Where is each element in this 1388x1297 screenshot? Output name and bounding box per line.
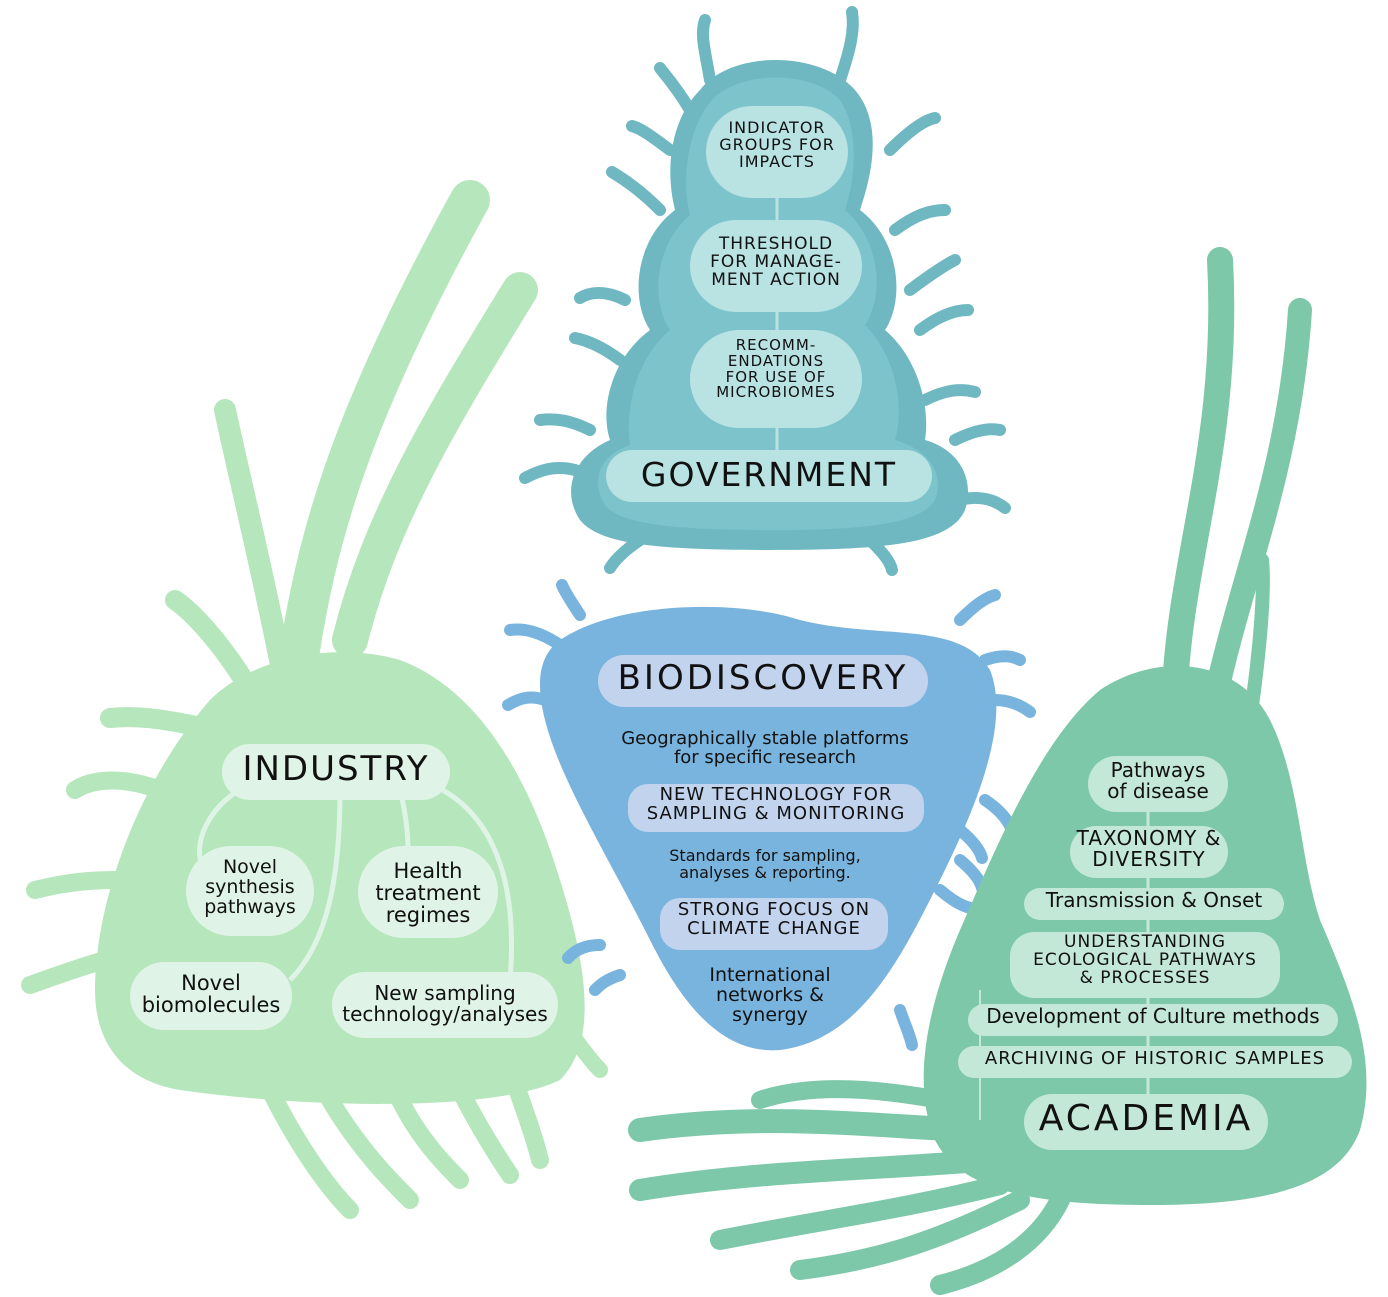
industry-item-3: Novel biomolecules [141,971,281,1018]
biodiscovery-item-2-bubble [628,784,924,832]
academia-item-6-bubble [958,1046,1352,1078]
academia-item-4-bubble [1010,932,1280,998]
biodiscovery-title: BIODISCOVERY [617,658,909,698]
biodiscovery-item-1: Geographically stable platforms for spec… [621,728,909,768]
academia-title: ACADEMIA [1038,1098,1254,1139]
industry-item-1: Novel synthesis pathways [204,856,296,918]
academia-item-2: TAXONOMY & DIVERSITY [1076,826,1222,871]
government-item-1-bubble [706,106,848,198]
biodiscovery-title-bubble [598,655,928,707]
industry-item-2: Health treatment regimes [375,859,481,928]
industry-item-1-bubble [186,846,314,936]
industry-item-2-bubble [358,846,498,938]
government-item-2: THRESHOLD FOR MANAGE- MENT ACTION [710,234,842,290]
industry-item-4: New sampling technology/analyses [342,981,548,1026]
biodiscovery-item-2: NEW TECHNOLOGY FOR SAMPLING & MONITORING [646,784,906,824]
government-item-3: RECOMM- ENDATIONS FOR USE OF MICROBIOMES [716,336,836,402]
academia-item-5: Development of Culture methods [986,1004,1320,1028]
academia-item-1: Pathways of disease [1107,758,1209,803]
government-item-2-bubble [690,220,862,312]
industry-title: INDUSTRY [242,749,430,789]
academia-title-bubble [1024,1094,1268,1150]
biodiscovery-item-4-bubble [660,898,888,950]
academia-item-1-bubble [1088,756,1228,812]
academia-item-3-bubble [1024,888,1284,920]
government-spikes [519,6,1011,576]
industry-organism [21,180,608,1219]
government-title: GOVERNMENT [640,455,898,494]
academia-item-4: UNDERSTANDING ECOLOGICAL PATHWAYS & PROC… [1033,932,1257,988]
government-title-bubble [606,450,932,502]
government-item-1: INDICATOR GROUPS FOR IMPACTS [719,118,835,171]
industry-item-3-bubble [130,962,292,1030]
biodiscovery-item-3: Standards for sampling, analyses & repor… [669,846,861,882]
industry-item-4-bubble [332,972,558,1038]
academia-item-5-bubble [968,1004,1338,1036]
industry-title-bubble [222,744,450,800]
academia-item-6: ARCHIVING OF HISTORIC SAMPLES [984,1048,1326,1069]
government-item-3-bubble [690,330,862,428]
biodiscovery-item-4: STRONG FOCUS ON CLIMATE CHANGE [677,899,871,939]
biodiscovery-item-5: International networks & synergy [709,964,831,1026]
academia-item-3: Transmission & Onset [1045,888,1263,912]
academia-item-2-bubble [1070,826,1228,878]
